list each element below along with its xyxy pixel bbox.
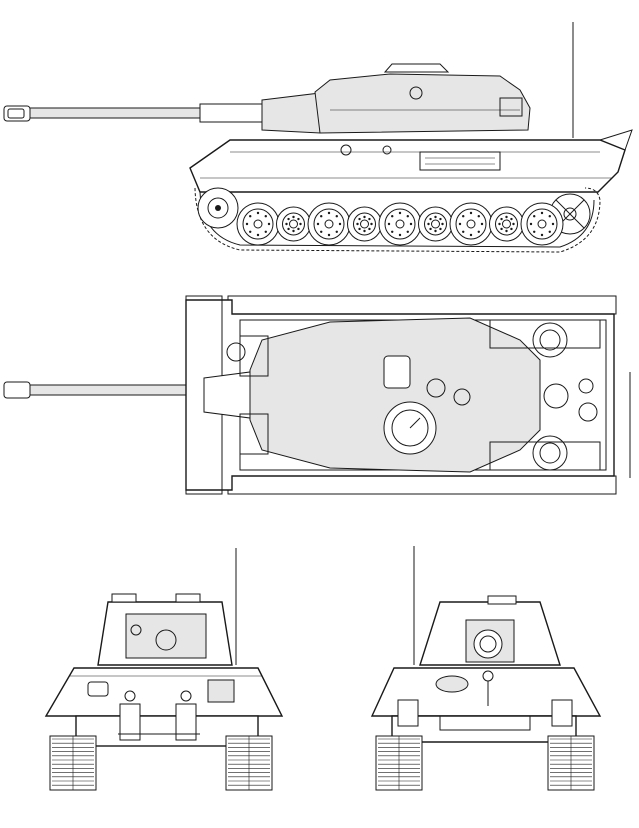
front-view (44, 548, 284, 791)
top-hatch (383, 355, 471, 406)
side-view (3, 22, 633, 253)
side-road-wheels (236, 202, 564, 246)
road-wheel (236, 202, 280, 246)
side-muzzle-brake (3, 105, 31, 122)
top-left-fender (227, 295, 617, 315)
top-engine-fan-left (532, 322, 568, 358)
front-track-right (225, 735, 273, 791)
rear-track-right (547, 735, 595, 791)
road-wheel (307, 202, 351, 246)
front-track-left (49, 735, 97, 791)
road-wheel (347, 206, 382, 242)
side-hull (189, 129, 633, 193)
road-wheel (276, 206, 311, 242)
front-tow-hooks (119, 690, 197, 741)
road-wheel (418, 206, 453, 242)
top-turret (249, 317, 541, 473)
road-wheel (489, 206, 524, 242)
top-gun-barrel (3, 381, 205, 399)
road-wheel (449, 202, 493, 246)
top-right-fender (227, 475, 617, 495)
top-engine-fan-right (532, 435, 568, 471)
top-view (3, 295, 631, 495)
side-gun-barrel (25, 92, 321, 134)
top-deck-grille (489, 319, 601, 471)
road-wheel (520, 202, 564, 246)
rear-track-left (375, 735, 423, 791)
side-drive-sprocket (197, 187, 239, 229)
front-hull (44, 667, 284, 717)
top-cupola (383, 401, 437, 455)
rear-exhaust-pipes (397, 699, 573, 727)
road-wheel (378, 202, 422, 246)
rear-view (370, 546, 602, 791)
side-turret (314, 63, 531, 134)
rear-hatch (465, 619, 515, 663)
